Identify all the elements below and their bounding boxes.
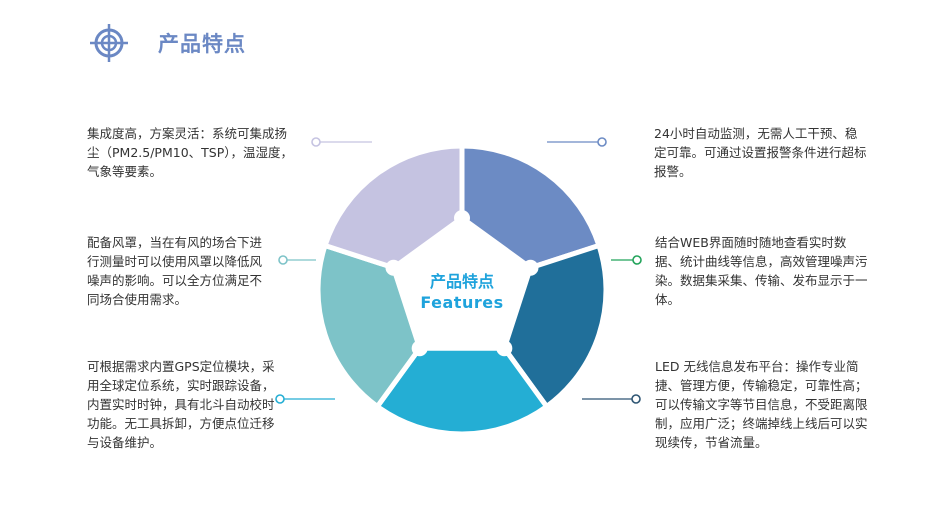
segment-right bbox=[501, 243, 609, 409]
segment-bottom bbox=[374, 345, 550, 437]
connector-bottom-right-dot-icon bbox=[631, 394, 641, 404]
feature-text-gps: 可根据需求内置GPS定位模块，采用全球定位系统，实时跟踪设备，内置实时时钟，具有… bbox=[87, 359, 275, 450]
feature-text-web: 结合WEB界面随时随地查看实时数据、统计曲线等信息，高效管理噪声污染。数据集采集… bbox=[655, 235, 868, 307]
segment-top-right bbox=[459, 143, 602, 271]
center-title-en: Features bbox=[420, 293, 504, 312]
feature-text-led: LED 无线信息发布平台：操作专业简捷、管理方便，传输稳定，可靠性高；可以传输文… bbox=[655, 359, 868, 450]
feature-text-monitoring: 24小时自动监测，无需人工干预、稳定可靠。可通过设置报警条件进行超标报警。 bbox=[654, 126, 867, 179]
connector-middle-left-dot-icon bbox=[278, 255, 288, 265]
center-pentagon bbox=[393, 218, 531, 349]
crosshair-icon bbox=[90, 24, 128, 62]
center-title-cn: 产品特点 bbox=[429, 272, 494, 291]
pentagon-vertex-dot bbox=[496, 340, 513, 357]
connector-top-left-dot-icon bbox=[311, 137, 321, 147]
feature-text-windscreen: 配备风罩，当在有风的场合下进行测量时可以使用风罩以降低风噪声的影响。可以全方位满… bbox=[87, 235, 263, 307]
center-title: 产品特点 Features bbox=[412, 272, 512, 314]
connector-bottom-left-dot-icon bbox=[275, 394, 285, 404]
pentagon-vertex-dot bbox=[522, 259, 539, 276]
segment-left bbox=[315, 243, 423, 409]
page-title: 产品特点 bbox=[158, 32, 246, 56]
pentagon-vertex-dot bbox=[411, 340, 428, 357]
connector-top-right-dot-icon bbox=[597, 137, 607, 147]
connector-middle-right-dot-icon bbox=[632, 255, 642, 265]
pentagon-vertex-dot bbox=[385, 259, 402, 276]
feature-text-integration: 集成度高，方案灵活：系统可集成扬尘（PM2.5/PM10、TSP），温湿度，气象… bbox=[87, 126, 294, 179]
pentagon-vertex-dot bbox=[454, 210, 470, 226]
segment-top-left bbox=[322, 143, 465, 271]
